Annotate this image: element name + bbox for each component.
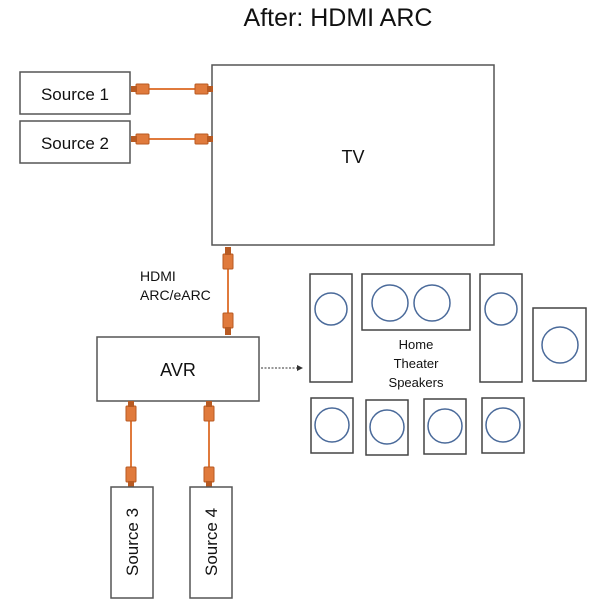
diagram-title: After: HDMI ARC xyxy=(243,4,433,32)
speaker-surround-3 xyxy=(423,398,467,455)
speakers-label-line2: Theater xyxy=(394,356,439,371)
hdmi-cable-source1 xyxy=(131,83,213,95)
speaker-surround-4 xyxy=(481,397,525,454)
avr-label: AVR xyxy=(160,360,196,380)
speakers-label-line3: Speakers xyxy=(389,375,444,390)
hdmi-cable-source2 xyxy=(131,133,213,145)
speaker-center xyxy=(361,273,471,331)
speaker-subwoofer xyxy=(532,307,587,382)
hdmi-cable-source4 xyxy=(203,401,215,487)
source2-box: Source 2 xyxy=(19,120,131,164)
source3-box: Source 3 xyxy=(110,486,154,599)
arc-earc-label: ARC/eARC xyxy=(140,287,211,303)
speaker-front-right xyxy=(479,273,523,383)
tv-label: TV xyxy=(341,147,364,167)
source4-label: Source 4 xyxy=(202,508,221,576)
speakers-label-line1: Home xyxy=(399,337,434,352)
home-theater-speakers: Home Theater Speakers xyxy=(309,273,587,456)
source2-label: Source 2 xyxy=(41,134,109,153)
speaker-front-left xyxy=(309,273,353,383)
avr-box: AVR xyxy=(96,336,260,402)
source3-label: Source 3 xyxy=(123,508,142,576)
tv-box: TV xyxy=(211,64,495,246)
source1-box: Source 1 xyxy=(19,71,131,115)
hdmi-label: HDMI xyxy=(140,268,176,284)
speaker-surround-2 xyxy=(365,399,409,456)
source1-label: Source 1 xyxy=(41,85,109,104)
hdmi-arc-cable xyxy=(222,247,234,335)
hdmi-cable-source3 xyxy=(125,401,137,487)
speaker-surround-1 xyxy=(310,397,354,454)
source4-box: Source 4 xyxy=(189,486,233,599)
